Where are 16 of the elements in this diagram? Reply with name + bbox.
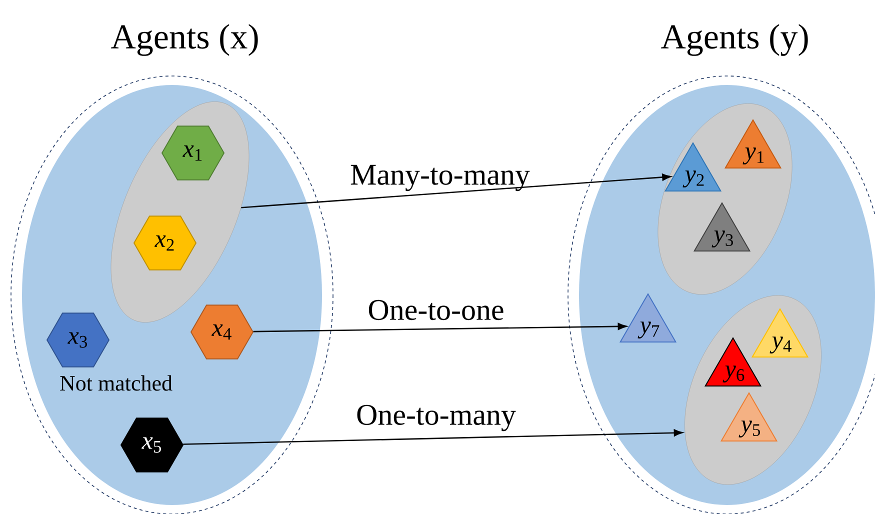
edge-label: Many-to-many: [350, 164, 530, 192]
node-label: y$_{5}$: [738, 420, 760, 438]
node-label: y$_{6}$: [722, 366, 744, 382]
node-label: Not matched: [60, 375, 172, 391]
arrow: [241, 174, 672, 208]
edge-label: One-to-many: [357, 404, 516, 432]
node-label: y$_{7}$: [638, 322, 660, 338]
node-label: y$_{4}$: [770, 336, 792, 354]
node-label: y$_{2}$: [682, 170, 704, 188]
arrow: [183, 429, 683, 445]
heading: Agents (x): [111, 24, 258, 56]
node-label: y$_{3}$: [712, 230, 733, 248]
heading: Agents (y): [661, 24, 808, 56]
edge-label: One-to-one: [368, 300, 504, 320]
arrow: [253, 322, 627, 332]
node-label: y$_{1}$: [742, 148, 764, 164]
